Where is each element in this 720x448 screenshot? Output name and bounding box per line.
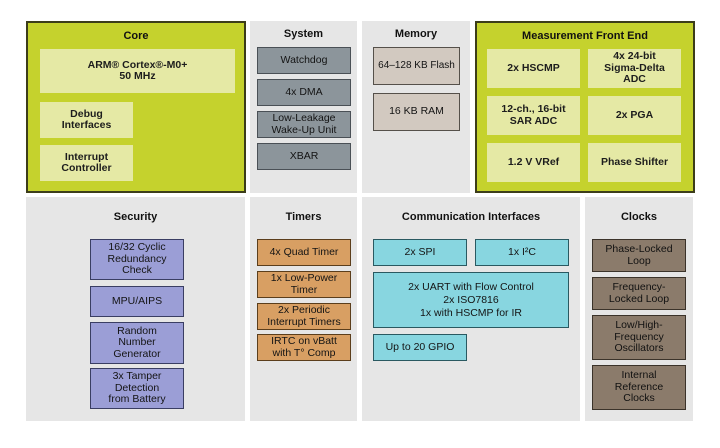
watchdog-block: Watchdog xyxy=(257,47,351,74)
clocks-panel: Clocks Phase-Locked Loop Frequency- Lock… xyxy=(585,197,693,421)
clocks-title: Clocks xyxy=(620,211,658,223)
rng-block: Random Number Generator xyxy=(90,322,184,364)
spi-block: 2x SPI xyxy=(373,239,467,266)
sigma-delta-adc-block: 4x 24-bit Sigma-Delta ADC xyxy=(588,49,681,88)
security-title: Security xyxy=(113,211,158,223)
periodic-interrupt-timers-block: 2x Periodic Interrupt Timers xyxy=(257,303,351,330)
communication-title: Communication Interfaces xyxy=(401,211,541,223)
ram-block: 16 KB RAM xyxy=(373,93,460,131)
wake-up-unit-block: Low-Leakage Wake-Up Unit xyxy=(257,111,351,138)
core-title: Core xyxy=(123,30,149,42)
internal-reference-clocks-block: Internal Reference Clocks xyxy=(592,365,686,410)
flash-block: 64–128 KB Flash xyxy=(373,47,460,85)
timers-panel: Timers 4x Quad Timer 1x Low-Power Timer … xyxy=(250,197,357,421)
measurement-front-end-panel: Measurement Front End 2x HSCMP 4x 24-bit… xyxy=(475,21,695,193)
hscmp-block: 2x HSCMP xyxy=(487,49,580,88)
security-panel: Security 16/32 Cyclic Redundancy Check M… xyxy=(26,197,245,421)
fll-block: Frequency- Locked Loop xyxy=(592,277,686,310)
xbar-block: XBAR xyxy=(257,143,351,170)
vref-block: 1.2 V VRef xyxy=(487,143,580,182)
debug-interfaces-block: Debug Interfaces xyxy=(40,102,133,138)
i2c-block: 1x I²C xyxy=(475,239,569,266)
low-power-timer-block: 1x Low-Power Timer xyxy=(257,271,351,298)
measurement-title: Measurement Front End xyxy=(522,30,648,42)
timers-title: Timers xyxy=(285,211,322,223)
mpu-aips-block: MPU/AIPS xyxy=(90,286,184,317)
communication-panel: Communication Interfaces 2x SPI 1x I²C 2… xyxy=(362,197,580,421)
system-panel: System Watchdog 4x DMA Low-Leakage Wake-… xyxy=(250,21,357,193)
system-title: System xyxy=(283,28,324,40)
crc-block: 16/32 Cyclic Redundancy Check xyxy=(90,239,184,280)
memory-panel: Memory 64–128 KB Flash 16 KB RAM xyxy=(362,21,470,193)
pll-block: Phase-Locked Loop xyxy=(592,239,686,272)
cpu-block: ARM® Cortex®-M0+ 50 MHz xyxy=(40,49,235,93)
sar-adc-block: 12-ch., 16-bit SAR ADC xyxy=(487,96,580,135)
core-panel: Core ARM® Cortex®-M0+ 50 MHz Debug Inter… xyxy=(26,21,246,193)
oscillators-block: Low/High- Frequency Oscillators xyxy=(592,315,686,360)
dma-block: 4x DMA xyxy=(257,79,351,106)
pga-block: 2x PGA xyxy=(588,96,681,135)
interrupt-controller-block: Interrupt Controller xyxy=(40,145,133,181)
tamper-detection-block: 3x Tamper Detection from Battery xyxy=(90,368,184,409)
uart-block: 2x UART with Flow Control 2x ISO7816 1x … xyxy=(373,272,569,328)
quad-timer-block: 4x Quad Timer xyxy=(257,239,351,266)
phase-shifter-block: Phase Shifter xyxy=(588,143,681,182)
irtc-block: IRTC on vBatt with T° Comp xyxy=(257,334,351,361)
gpio-block: Up to 20 GPIO xyxy=(373,334,467,361)
memory-title: Memory xyxy=(394,28,438,40)
